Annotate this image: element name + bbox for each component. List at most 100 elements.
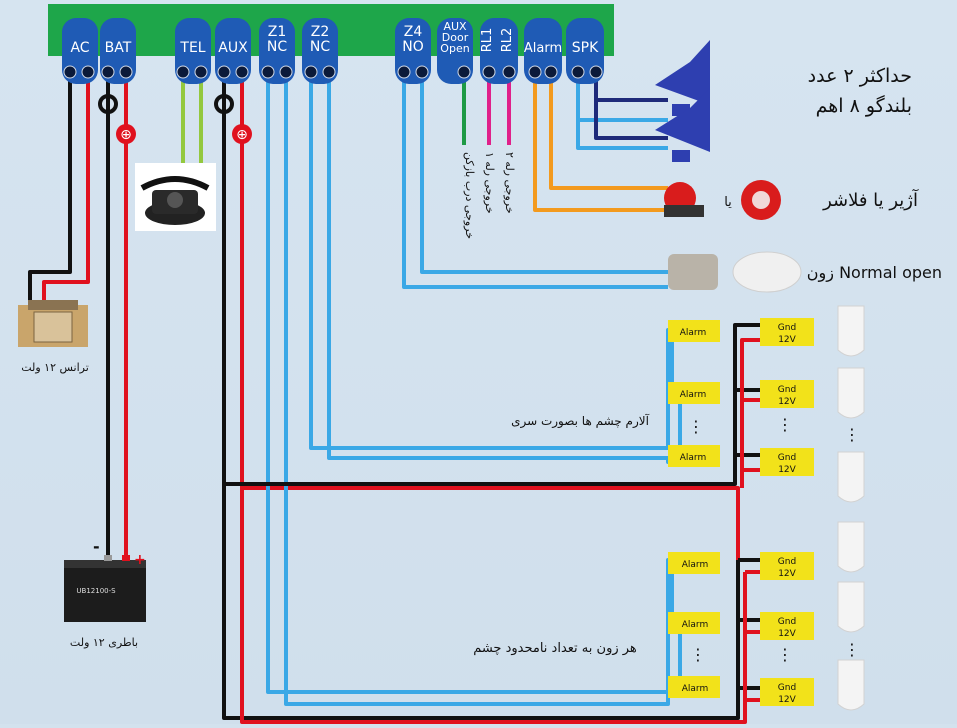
wire-ac-red (42, 75, 90, 305)
label-rl1: RL1 (480, 28, 495, 53)
wire-g2-gnd (736, 558, 765, 718)
svg-text:Gnd: Gnd (778, 453, 796, 463)
dots: ⋮ (777, 645, 793, 664)
alarm-block: Alarm (668, 676, 720, 698)
svg-text:Alarm: Alarm (682, 560, 708, 570)
svg-text:Gnd: Gnd (778, 617, 796, 627)
alarm-blocks: Alarm Alarm ⋮ Alarm Alarm Alarm ⋮ Alarm (668, 320, 720, 698)
wire-spk-c (594, 75, 668, 102)
svg-text:Gnd: Gnd (778, 683, 796, 693)
power-block: Gnd 12V (760, 318, 814, 346)
wire-spk-a (576, 75, 668, 150)
speaker-icon (655, 88, 710, 162)
smoke-detector-icon (732, 251, 802, 293)
power-blocks: Gnd 12V Gnd 12V ⋮ Gnd 12V Gnd 12V Gnd 12V ⋮ G… (760, 318, 814, 706)
power-block: Gnd 12V (760, 448, 814, 476)
svg-text:12V: 12V (778, 629, 796, 639)
pir-sensor-icon (837, 451, 865, 503)
svg-text:Alarm: Alarm (680, 453, 706, 463)
svg-text:Gnd: Gnd (778, 385, 796, 395)
dots: ⋮ (844, 640, 860, 659)
battery-plus: + (134, 552, 146, 568)
transformer-label: ترانس ۱۲ ولت (21, 361, 89, 374)
alarm-block: Alarm (668, 552, 720, 574)
wire-z1-b (284, 75, 680, 706)
series-note: آلارم چشم ها بصورت سری (511, 413, 650, 429)
svg-text:Alarm: Alarm (680, 328, 706, 338)
vert-auxdoor: خروجی درب بازکن (463, 152, 476, 239)
label-rl2: RL2 (500, 28, 515, 53)
dots: ⋮ (690, 645, 706, 664)
alarm-block: Alarm (668, 445, 720, 467)
siren-flasher-label: آژیر یا فلاشر (822, 188, 919, 211)
label-spk: SPK (572, 40, 599, 56)
svg-text:12V: 12V (778, 695, 796, 705)
telephone-icon (135, 163, 216, 231)
terminal-blocks (62, 18, 604, 84)
battery-model: UB12100-S (76, 587, 116, 595)
alarm-block: Alarm (668, 612, 720, 634)
svg-text:Alarm: Alarm (682, 684, 708, 694)
label-ac: AC (70, 40, 89, 56)
bat-ring-symbols: ⊕ ⊕ (98, 94, 252, 144)
transformer-icon (18, 300, 88, 347)
label-tel: TEL (179, 40, 205, 56)
wire-z4-a (402, 75, 668, 289)
dots: ⋮ (777, 415, 793, 434)
battery-icon (64, 555, 146, 622)
label-bat: BAT (105, 40, 132, 56)
alarm-block: Alarm (668, 320, 720, 342)
door-contact-icon (668, 254, 718, 290)
alarm-block: Alarm (668, 382, 720, 404)
power-block: Gnd 12V (760, 678, 814, 706)
wire-z2-a (309, 75, 680, 450)
power-block: Gnd 12V (760, 380, 814, 408)
pir-sensor-icon (837, 521, 865, 573)
zone-no-label: زون Normal open (807, 263, 942, 283)
svg-text:12V: 12V (778, 397, 796, 407)
svg-text:Alarm: Alarm (680, 390, 706, 400)
pir-sensor-icon (837, 581, 865, 633)
pir-sensor-icon (837, 367, 865, 419)
svg-text:12V: 12V (778, 569, 796, 579)
svg-text:⊕: ⊕ (120, 127, 132, 143)
wire-ac-black (28, 75, 72, 305)
label-alarm: Alarm (524, 41, 562, 56)
dots: ⋮ (688, 417, 704, 436)
pir-sensors (837, 305, 865, 711)
wire-alarm-b (549, 75, 668, 190)
svg-text:12V: 12V (778, 465, 796, 475)
vert-rl1: خروجی رله ۱ (483, 152, 496, 214)
wire-alarm-a (533, 75, 668, 212)
battery-minus: - (93, 537, 100, 556)
siren-icon (664, 182, 704, 217)
vert-rl2: خروجی رله ۲ (503, 152, 516, 214)
wire-z2-b (327, 75, 680, 464)
flasher-icon (741, 180, 781, 220)
svg-text:Alarm: Alarm (682, 620, 708, 630)
svg-text:Gnd: Gnd (778, 323, 796, 333)
battery-label: باطری ۱۲ ولت (70, 636, 138, 649)
wire-g2-12v (743, 570, 765, 722)
svg-text:⊕: ⊕ (236, 127, 248, 143)
power-block: Gnd 12V (760, 552, 814, 580)
unlimited-note: هر زون به تعداد نامحدود چشم (473, 641, 637, 656)
pir-sensor-icon (837, 659, 865, 711)
pir-sensor-icon (837, 305, 865, 357)
label-aux: AUX (218, 40, 248, 56)
dots: ⋮ (844, 425, 860, 444)
siren-or: یا (724, 195, 732, 210)
power-block: Gnd 12V (760, 612, 814, 640)
svg-text:12V: 12V (778, 335, 796, 345)
wire-spk-d (594, 100, 668, 140)
wire-z4-b (420, 75, 668, 274)
svg-text:Gnd: Gnd (778, 557, 796, 567)
